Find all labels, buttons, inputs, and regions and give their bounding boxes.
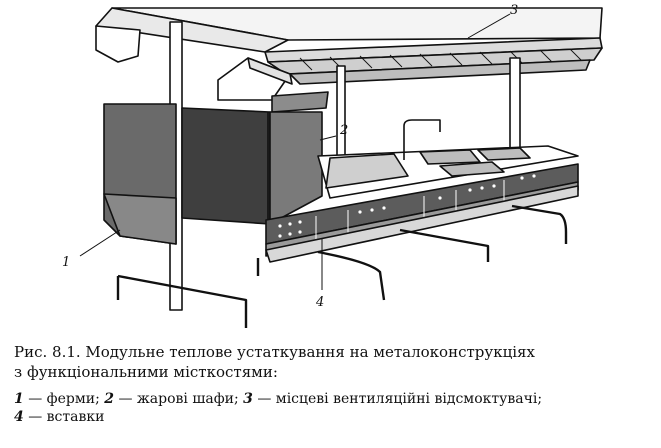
oven-hood: [217, 57, 329, 113]
support-legs: [116, 204, 568, 328]
caption-legend: 1 — ферми; 2 — жарові шафи; 3 — місцеві …: [14, 390, 654, 426]
figure-caption: Рис. 8.1. Модульне теплове устаткування …: [14, 342, 654, 426]
legend-item-2: 2 — жарові шафи;: [104, 391, 244, 407]
legend-item-3: 3 — місцеві вентиляційні відсмоктувачі;: [243, 391, 543, 407]
callout-1: 1: [62, 255, 70, 270]
legend-item-1: 1 — ферми;: [14, 391, 105, 407]
left-cabinet: [103, 103, 177, 245]
work-surface: [317, 119, 579, 199]
insert-strip: [265, 185, 579, 263]
legend-item-4: 4 — вставки: [14, 409, 105, 425]
roasting-oven: [181, 107, 323, 225]
callout-4: 4: [315, 295, 324, 310]
equipment-illustration: 1 2 3 4: [62, 3, 603, 328]
callout-2: 2: [339, 123, 348, 138]
callout-3: 3: [510, 3, 518, 18]
caption-title-line-1: Рис. 8.1. Модульне теплове устаткування …: [14, 343, 535, 361]
caption-title-line-2: з функціональними місткостями:: [14, 363, 278, 381]
